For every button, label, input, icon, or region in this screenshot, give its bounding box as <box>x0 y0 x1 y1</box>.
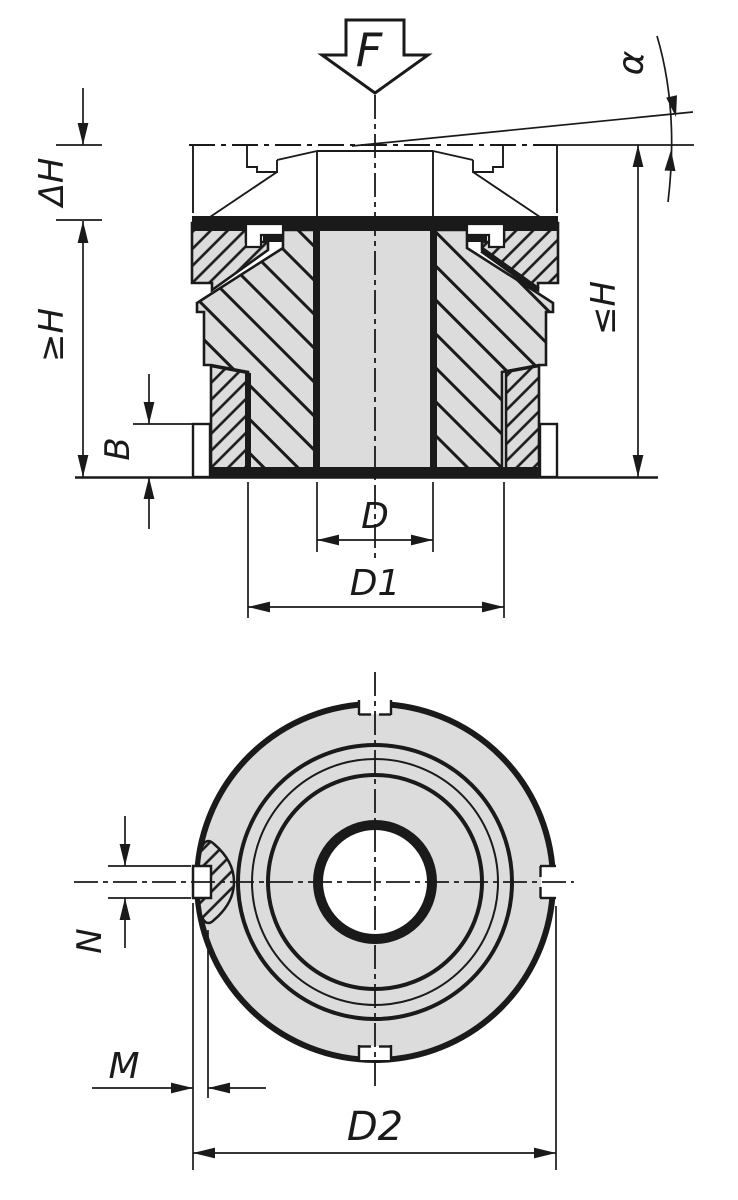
wedge-seam-right <box>480 247 540 293</box>
dim-d2: D2 <box>193 906 557 1170</box>
raised-taper-right <box>472 171 544 220</box>
key-pocket <box>196 839 236 925</box>
tslot-hook-right <box>467 235 487 242</box>
section-body <box>190 216 560 479</box>
angle-arrow-upper <box>666 95 677 117</box>
dim-m: M <box>92 903 266 1170</box>
raised-tslot-right <box>472 145 504 173</box>
tslot-left <box>244 222 285 249</box>
top-view: N M D2 <box>70 672 574 1170</box>
section-view: F α ΔH ≥H B <box>32 18 694 618</box>
dim-d-label: D <box>361 496 389 537</box>
dim-b-label: B <box>98 437 138 460</box>
bottom-lip-left <box>191 422 212 479</box>
raised-tslot-left <box>246 145 278 173</box>
dim-max-height-label: ≤H <box>584 281 624 335</box>
dim-min-height: ≥H <box>32 221 89 477</box>
tilted-surface-line <box>351 111 694 147</box>
force-arrow: F <box>317 18 433 95</box>
dim-n-label: N <box>70 928 110 953</box>
tslot-hook-left <box>263 235 283 242</box>
raised-position-outline <box>189 144 558 220</box>
bottom-lip-right <box>538 422 559 479</box>
skirt-right <box>504 364 541 479</box>
angle-arrow-lower <box>664 150 676 172</box>
dim-delta-h-label: ΔH <box>32 158 72 210</box>
angle-arc <box>656 35 673 203</box>
tslot-right <box>465 222 506 249</box>
dim-d1-label: D1 <box>350 563 401 604</box>
skirt-left <box>209 364 250 479</box>
dim-b: B <box>98 374 195 529</box>
force-label: F <box>356 23 383 77</box>
dim-n: N <box>70 816 191 954</box>
dim-d: D <box>316 482 434 552</box>
dim-delta-h: ΔH <box>32 88 102 221</box>
bottom-edge-band <box>211 467 539 478</box>
dim-d1: D1 <box>247 482 505 618</box>
angle-dimension: α <box>351 35 694 203</box>
dim-min-height-label: ≥H <box>32 308 72 362</box>
dim-d2-label: D2 <box>347 1104 403 1150</box>
dim-m-label: M <box>108 1046 139 1087</box>
raised-taper-left <box>206 171 278 220</box>
angle-label: α <box>610 49 653 76</box>
dim-max-height: ≤H <box>584 145 644 477</box>
